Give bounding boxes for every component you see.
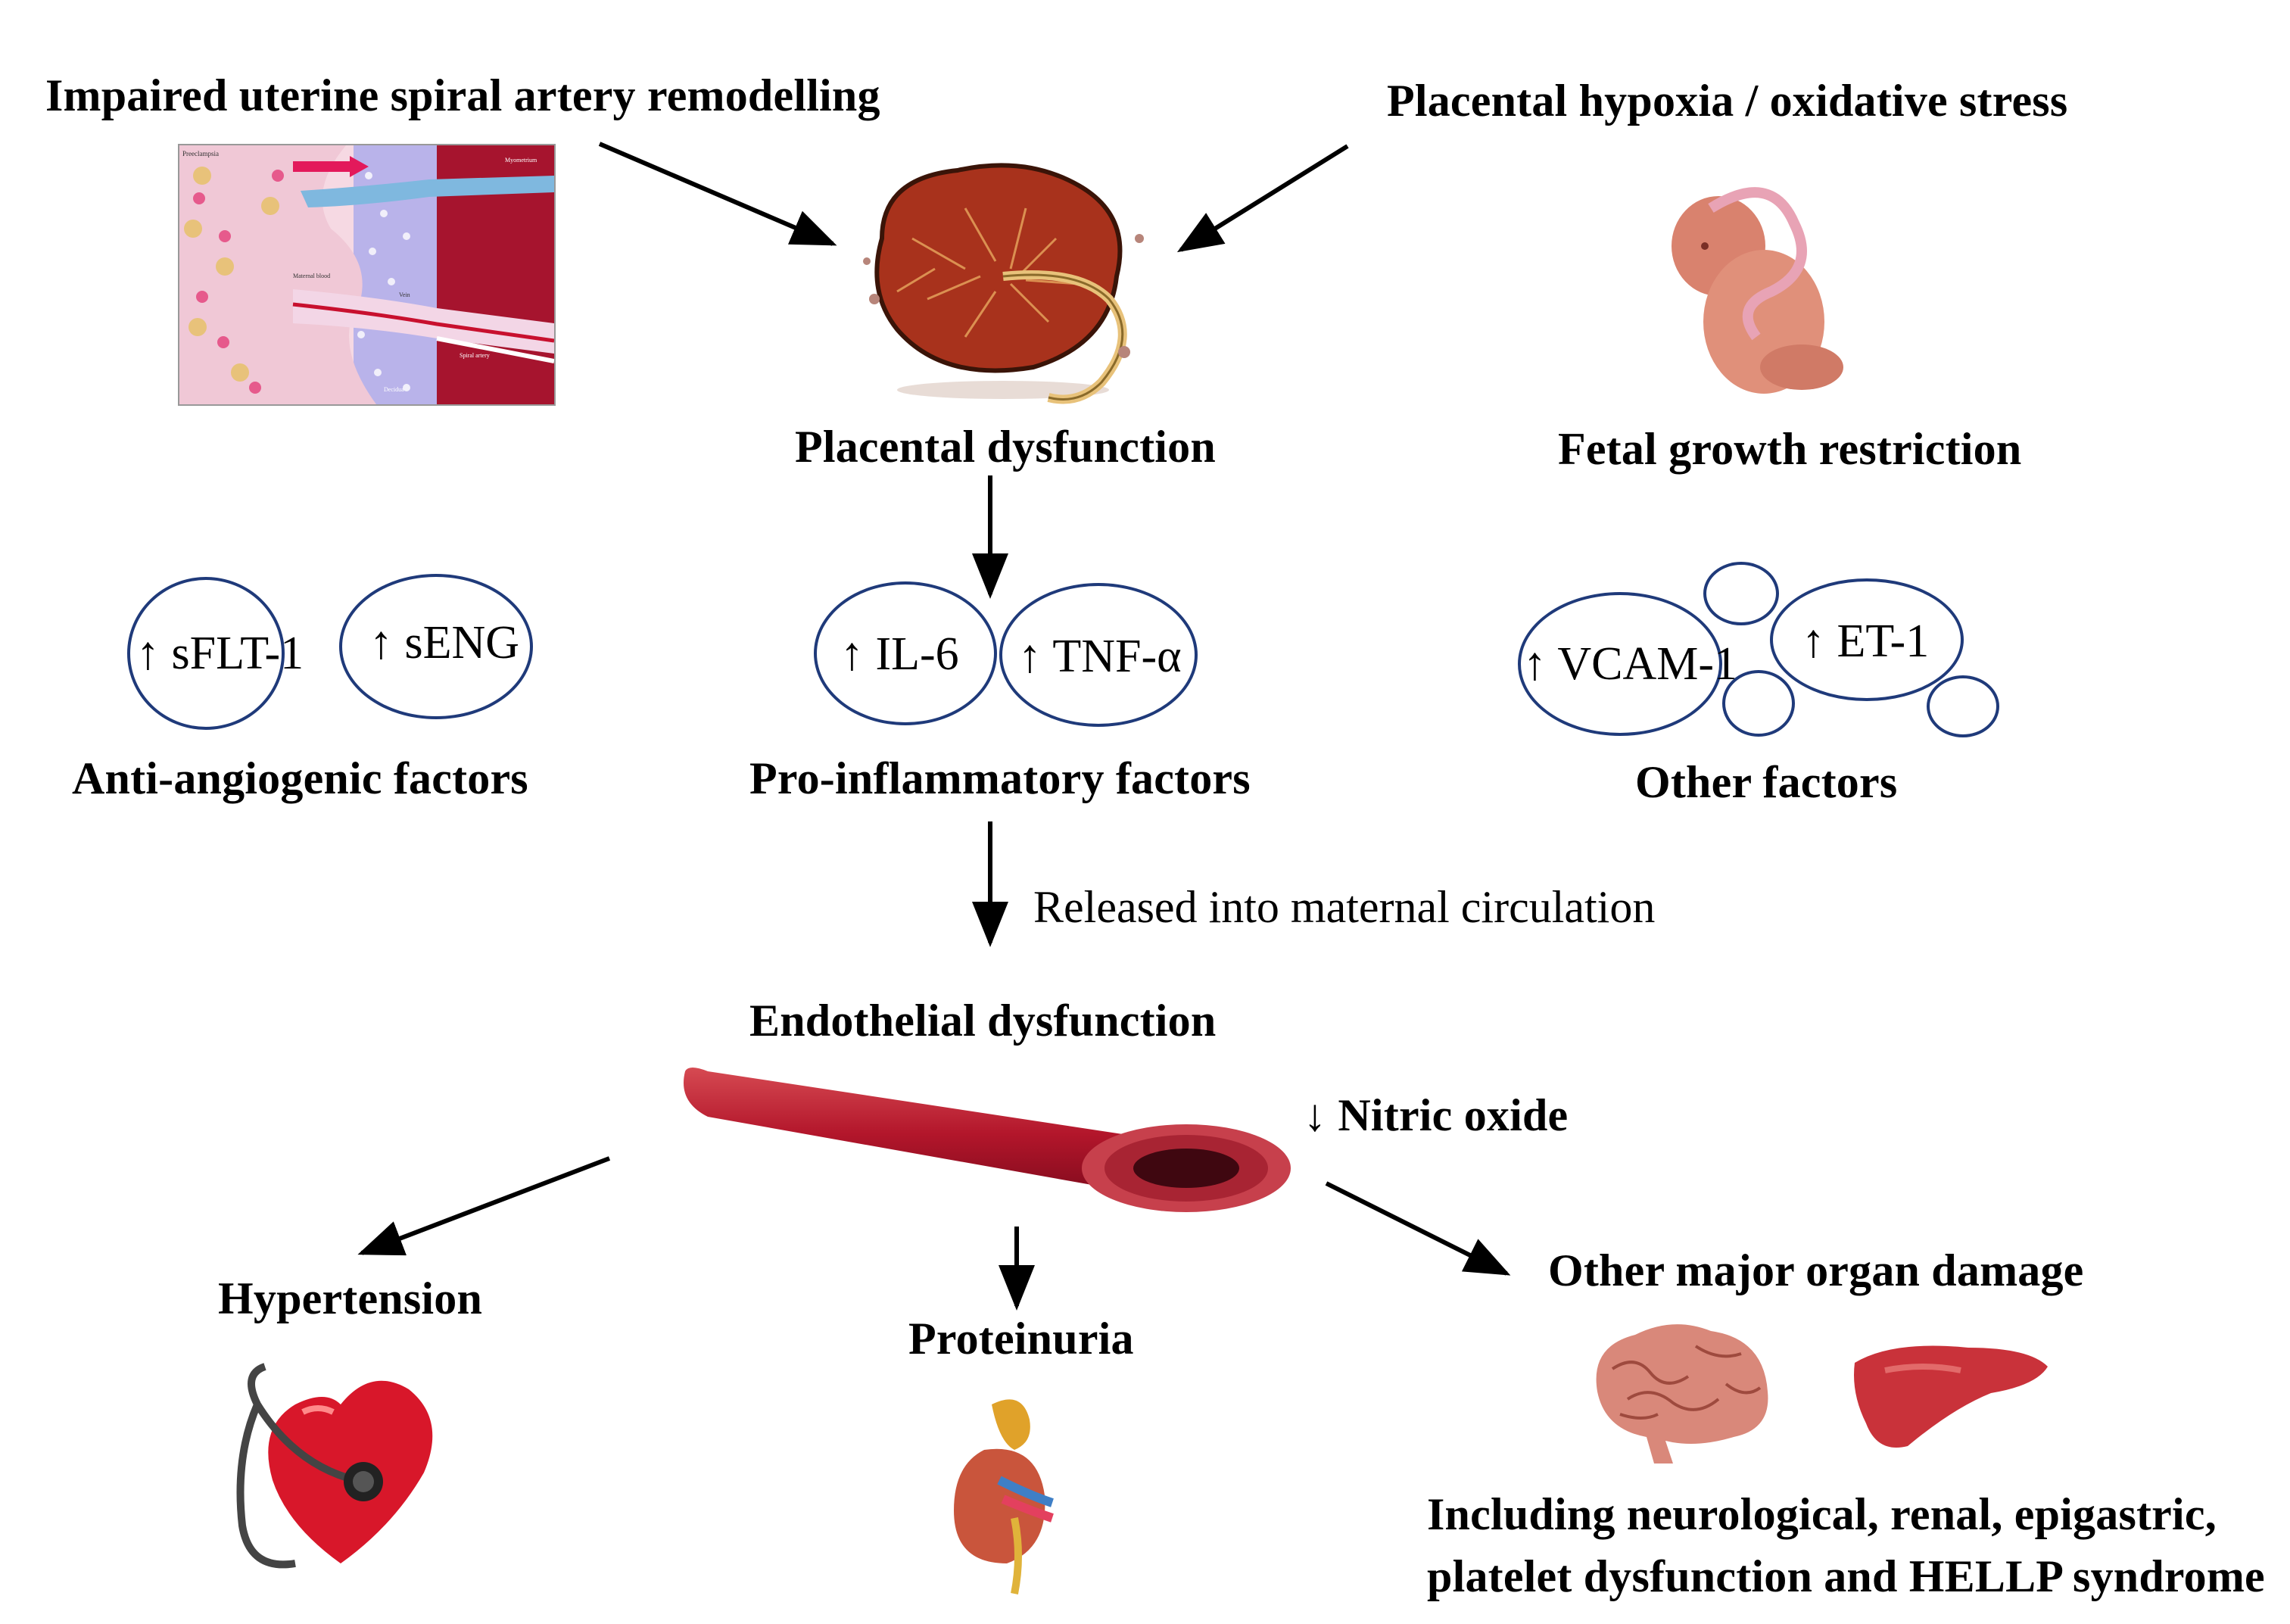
liver-icon <box>1847 1333 2055 1461</box>
other-factors-label: Other factors <box>1635 757 1898 807</box>
illustration-spiral-artery: Spiral artery <box>460 352 490 359</box>
arrow-spiral-to-placenta <box>598 142 837 246</box>
et1-text: ↑ ET-1 <box>1802 616 1930 667</box>
fetus-icon <box>1658 178 1862 405</box>
arrow-hypoxia-to-placenta <box>1176 144 1349 253</box>
small-circle-2 <box>1722 670 1795 737</box>
small-circle-3 <box>1927 675 1999 737</box>
vcam1-text: ↑ VCAM-1 <box>1523 638 1738 690</box>
et1-oval <box>1770 578 1964 701</box>
tnf-alpha-text: ↑ TNF-α <box>1018 631 1182 682</box>
heart-stethoscope-icon <box>212 1359 454 1586</box>
fetal-growth-restriction-label: Fetal growth restriction <box>1558 424 2022 474</box>
organ-damage-detail-line1: Including neurological, renal, epigastri… <box>1427 1489 2217 1539</box>
il6-oval <box>814 581 997 725</box>
brain-icon <box>1582 1316 1779 1467</box>
arrow-to-organ-damage <box>1325 1181 1511 1276</box>
sflt1-text: ↑ sFLT-1 <box>136 628 304 679</box>
illustration-decidua: Decidua <box>384 386 404 393</box>
pro-inflammatory-label: Pro-inflammatory factors <box>749 753 1251 803</box>
small-circle-1 <box>1703 562 1779 625</box>
placenta-icon <box>852 148 1170 409</box>
nitric-oxide-label: ↓ Nitric oxide <box>1304 1090 1569 1140</box>
released-label: Released into maternal circulation <box>1033 882 1656 932</box>
anti-angiogenic-label: Anti-angiogenic factors <box>72 753 528 803</box>
organ-damage-detail-line2: platelet dysfunction and HELLP syndrome <box>1427 1551 2265 1601</box>
cause-hypoxia-label: Placental hypoxia / oxidative stress <box>1387 76 2068 126</box>
placental-dysfunction-label: Placental dysfunction <box>795 422 1216 472</box>
spiral-artery-illustration: Preeclampsia Myometrium Maternal blood D… <box>178 144 556 406</box>
illustration-title: Preeclampsia <box>182 150 219 157</box>
arrow-to-hypertension <box>357 1156 611 1256</box>
blood-vessel-icon <box>678 1056 1306 1215</box>
tnf-alpha-oval <box>999 583 1198 727</box>
cause-spiral-artery-label: Impaired uterine spiral artery remodelli… <box>45 70 880 120</box>
sflt1-oval <box>127 577 285 730</box>
seng-text: ↑ sENG <box>369 617 520 669</box>
seng-oval <box>339 574 533 719</box>
endothelial-dysfunction-label: Endothelial dysfunction <box>749 996 1217 1046</box>
kidney-icon <box>939 1389 1071 1601</box>
hypertension-label: Hypertension <box>218 1273 483 1323</box>
proteinuria-label: Proteinuria <box>908 1314 1134 1364</box>
organ-damage-label: Other major organ damage <box>1548 1245 2084 1295</box>
illustration-vein: Vein <box>399 291 410 298</box>
vcam1-oval <box>1518 592 1722 736</box>
spiral-artery-drawing: Preeclampsia Myometrium Maternal blood D… <box>179 145 554 404</box>
illustration-myometrium: Myometrium <box>505 157 537 164</box>
illustration-maternal-blood: Maternal blood <box>293 273 330 279</box>
il6-text: ↑ IL-6 <box>840 628 959 680</box>
